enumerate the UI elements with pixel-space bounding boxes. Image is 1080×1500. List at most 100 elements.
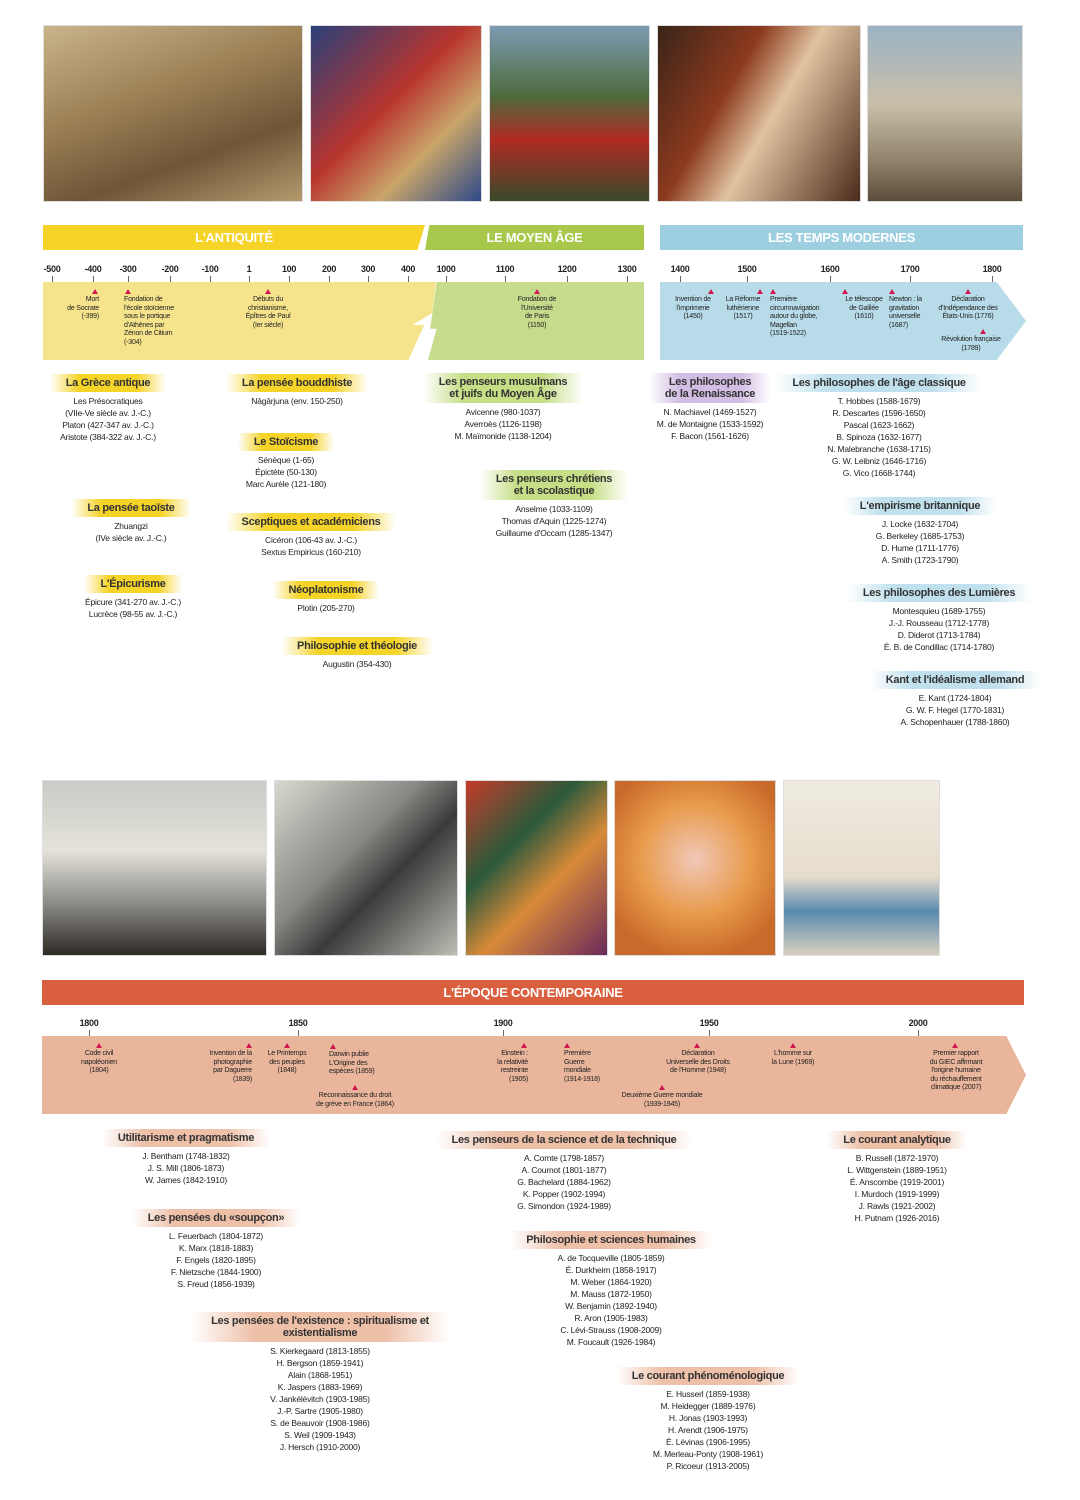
painting-card-players (657, 25, 861, 202)
axis-tick-mark (910, 276, 911, 282)
school-title: Utilitarisme et pragmatisme (101, 1129, 271, 1147)
axis-tick-mark (170, 276, 171, 282)
event-marker-icon (708, 289, 714, 294)
philosopher-name: D. Hume (1711-1776) (881, 543, 959, 553)
philosopher-list: A. de Tocqueville (1805-1859) É. Durkheim… (481, 1252, 741, 1348)
timeline-event: Reconnaissance du droit de grève en Fran… (316, 1092, 394, 1108)
philosopher-list: Plotin (205-270) (196, 602, 456, 614)
school-group: Le courant analytique B. Russell (1872-19… (767, 1130, 1027, 1224)
axis-tick-label: 400 (400, 264, 416, 274)
axis-tick-mark (329, 276, 330, 282)
event-marker-icon (534, 289, 540, 294)
philosopher-name: Avicenne (980-1037) (465, 407, 541, 417)
philosopher-name: (VIIe-Ve siècle av. J.-C.) (65, 408, 151, 418)
timeline-event: Invention de la photographie par Daguerr… (209, 1050, 252, 1083)
philosopher-name: Guillaume d'Occam (1285-1347) (495, 528, 613, 538)
philosopher-name: Augustin (354-430) (322, 659, 392, 669)
school-title: Les philosophes des Lumières (846, 584, 1032, 602)
philosopher-name: F. Engels (1820-1895) (176, 1255, 256, 1265)
timeline-event: La Réforme luthérienne (1517) (725, 296, 761, 320)
event-marker-icon (770, 289, 776, 294)
school-title: Le courant phénoménologique (615, 1367, 801, 1385)
philosopher-name: Sénèque (1-65) (257, 455, 315, 465)
philosopher-list: Nāgārjuna (env. 150-250) (167, 395, 427, 407)
axis-tick-mark (992, 276, 993, 282)
philosopher-name: Lucrèce (98-55 av. J.-C.) (88, 609, 178, 619)
philosopher-name: J. Bentham (1748-1832) (142, 1151, 230, 1161)
axis-tick-label: -400 (84, 264, 102, 274)
philosopher-list: B. Russell (1872-1970)L. Wittgenstein (1… (767, 1152, 1027, 1224)
philosopher-name: G. W. F. Hegel (1770-1831) (905, 705, 1005, 715)
axis-tick-label: 1900 (493, 1018, 513, 1028)
philosopher-name: G. Bachelard (1884-1962) (517, 1177, 611, 1187)
event-marker-icon (842, 289, 848, 294)
philosopher-name: Anselme (1033-1109) (515, 504, 593, 514)
era-contemporary-band (42, 1036, 1026, 1114)
event-marker-icon (284, 1043, 290, 1048)
axis-tick-mark (52, 276, 53, 282)
axis-tick-label: 200 (321, 264, 337, 274)
philosopher-list: N. Machiavel (1469-1527)M. de Montaigne … (580, 406, 840, 442)
era-modern-band (660, 282, 1026, 360)
era-antiquity-header: L'ANTIQUITÉ (43, 225, 425, 250)
philosopher-name: A. Smith (1723-1790) (881, 555, 959, 565)
axis-tick-label: 1800 (982, 264, 1002, 274)
philosopher-name: Marc Aurèle (121-180) (245, 479, 327, 489)
painting-bacon-figure (783, 780, 940, 956)
philosopher-list: J. Locke (1632-1704) G. Berkeley (1685-17… (790, 518, 1050, 566)
axis-tick-mark (709, 1030, 710, 1036)
timeline-event: Déclaration d'Indépendance des États-Uni… (938, 296, 998, 320)
axis-tick-label: 1800 (79, 1018, 99, 1028)
philosopher-list: Cicéron (106-43 av. J.-C.)Sextus Empiric… (181, 534, 441, 558)
painting-wanderer-fog (42, 780, 267, 956)
philosopher-name: A. de Tocqueville (1805-1859) (557, 1253, 665, 1263)
axis-tick-label: 1600 (820, 264, 840, 274)
philosopher-name: T. Hobbes (1588-1679) (837, 396, 921, 406)
event-marker-icon (659, 1085, 665, 1090)
philosopher-name: Averroès (1126-1198) (464, 419, 542, 429)
timeline-event: Fondation de l'Université de Paris (1150… (517, 296, 557, 329)
axis-tick-label: 1100 (495, 264, 515, 274)
philosopher-name: F. Bacon (1561-1626) (671, 431, 749, 441)
philosopher-list: T. Hobbes (1588-1679) R. Descartes (1596-… (749, 395, 1009, 479)
philosopher-name: Sextus Empiricus (160-210) (261, 547, 361, 557)
axis-tick-mark (89, 1030, 90, 1036)
philosopher-name: J.-J. Rousseau (1712-1778) (888, 618, 990, 628)
timeline-event: Code civil napoléonien (1804) (81, 1050, 117, 1074)
philosopher-list: Augustin (354-430) (227, 658, 487, 670)
timeline-event: Fondation de l'école stoïcienne sous le … (124, 296, 174, 346)
school-title: Les philosophes de l'âge classique (776, 374, 982, 392)
philosopher-name: J. Hersch (1910-2000) (279, 1442, 361, 1452)
timeline-event: Deuxième Guerre mondiale (1939-1945) (621, 1092, 703, 1108)
philosopher-name: M. de Montaigne (1533-1592) (656, 419, 764, 429)
photo-marie-curie (274, 780, 458, 956)
event-marker-icon (521, 1043, 527, 1048)
philosopher-list: L. Feuerbach (1804-1872)K. Marx (1818-18… (86, 1230, 346, 1290)
axis-tick-mark (128, 276, 129, 282)
philosopher-name: N. Malebranche (1638-1715) (827, 444, 931, 454)
philosopher-list: Montesquieu (1689-1755)J.-J. Rousseau (1… (809, 605, 1069, 653)
philosopher-name: L. Feuerbach (1804-1872) (169, 1231, 263, 1241)
philosopher-name: G. W. Leibniz (1646-1716) (831, 456, 927, 466)
philosopher-name: R. Descartes (1596-1650) (832, 408, 926, 418)
axis-tick-label: 1850 (288, 1018, 308, 1028)
philosopher-name: G. Berkeley (1685-1753) (875, 531, 965, 541)
philosopher-name: Alain (1868-1951) (287, 1370, 353, 1380)
philosopher-name: J. Locke (1632-1704) (881, 519, 959, 529)
school-title: La pensée taoïste (71, 499, 191, 517)
school-group: Les pensées de l'existence : spiritualis… (190, 1312, 450, 1453)
philosopher-list: Sénèque (1-65)Épictète (50-130)Marc Aurè… (156, 454, 416, 490)
school-title: Le courant analytique (827, 1131, 967, 1149)
philosopher-list: S. Kierkegaard (1813-1855)H. Bergson (18… (190, 1345, 450, 1453)
school-title: L'empirisme britannique (843, 497, 997, 515)
axis-tick-mark (298, 1030, 299, 1036)
event-marker-icon (694, 1043, 700, 1048)
timeline-event: Débuts du christianisme, Épîtres de Paul… (245, 296, 291, 329)
philosopher-name: É. Durkheim (1858-1917) (565, 1265, 657, 1275)
school-title: Philosophie et sciences humaines (510, 1231, 712, 1249)
philosopher-name: H. Putnam (1926-2016) (854, 1213, 940, 1223)
